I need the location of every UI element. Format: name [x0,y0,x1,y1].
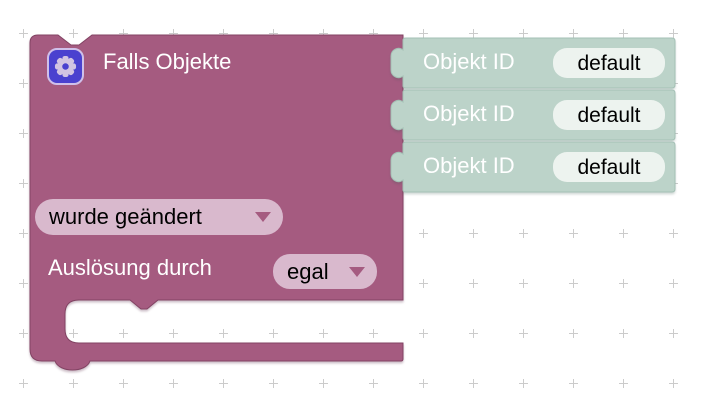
change-type-dropdown-value: wurde geändert [49,204,202,229]
block-title: Falls Objekte [103,49,232,74]
object-id-label: Objekt ID [423,101,515,126]
object-id-value-field[interactable]: default [553,100,665,130]
gear-icon [54,55,77,78]
object-id-value-field[interactable]: default [553,152,665,182]
object-id-label: Objekt ID [423,153,515,178]
chevron-down-icon [349,266,365,277]
trigger-mode-dropdown-value: egal [287,258,329,284]
trigger-mode-label: Auslösung durch [48,255,212,280]
mutator-gear-button[interactable] [47,48,84,85]
chevron-down-icon [255,212,271,222]
object-id-value-field[interactable]: default [553,48,665,78]
change-type-dropdown[interactable]: wurde geändert [35,199,283,235]
object-id-label: Objekt ID [423,49,515,74]
trigger-mode-dropdown[interactable]: egal [273,254,377,289]
